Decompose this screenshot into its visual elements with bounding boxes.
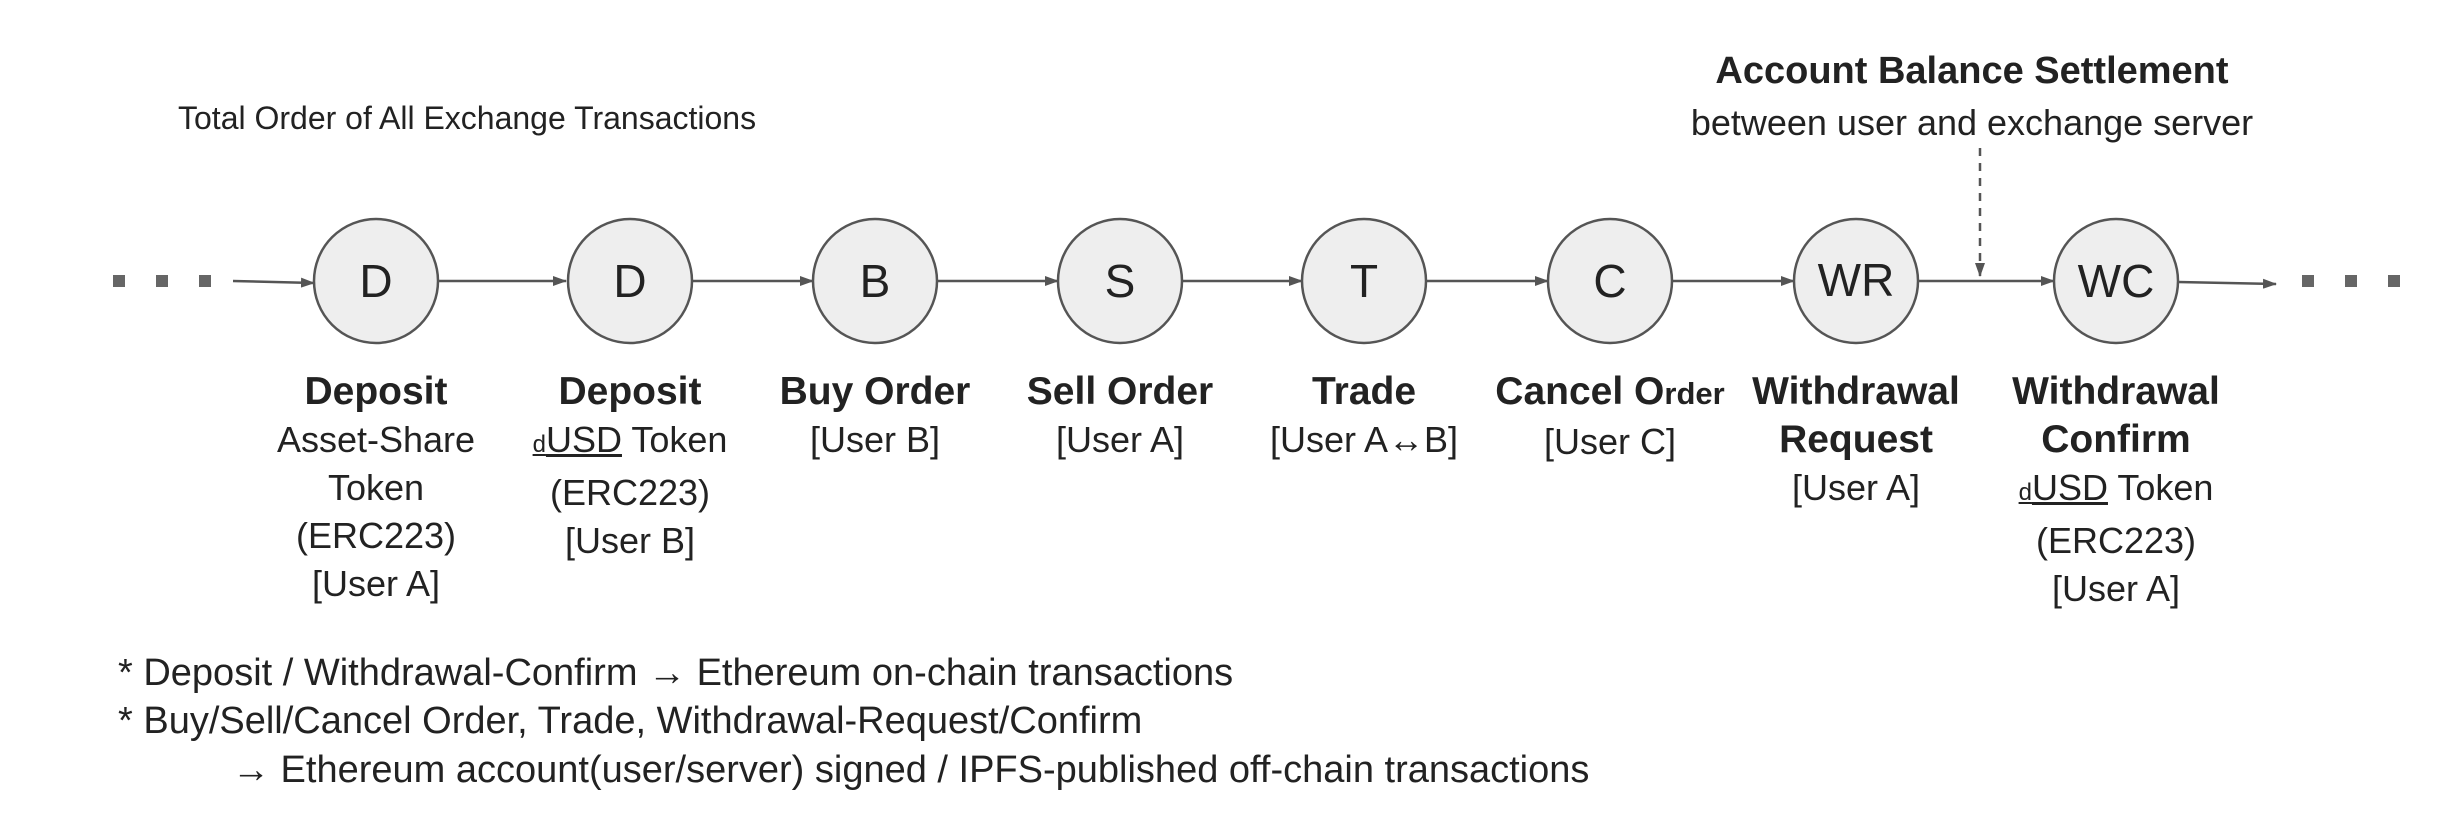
node-d2: D — [566, 217, 694, 345]
label-sell-order: Sell Order [User A] — [980, 368, 1260, 464]
node-letter: S — [1105, 255, 1136, 307]
label-cancel-order: Cancel Order [User C] — [1470, 368, 1750, 466]
label-name: Request — [1779, 418, 1933, 461]
footnote-offchain: * Buy/Sell/Cancel Order, Trade, Withdraw… — [118, 700, 1143, 742]
node-wr: WR — [1792, 217, 1920, 345]
label-line: [User A] — [1055, 419, 1185, 460]
token-prefix: d — [532, 431, 546, 458]
token-suffix: Token — [621, 419, 728, 460]
footnote-onchain: * Deposit / Withdrawal-Confirm → Ethereu… — [118, 652, 1234, 694]
label-line: Token — [327, 467, 425, 508]
label-token-line: dUSD Token — [490, 416, 770, 469]
label-line: [User A] — [311, 563, 441, 604]
settlement-subtitle: between user and exchange server — [1690, 102, 2254, 143]
label-name: Deposit — [304, 370, 448, 413]
arrow-out — [2177, 278, 2277, 289]
label-token-line: dUSD Token — [1976, 464, 2256, 517]
leading-ellipsis — [113, 275, 211, 287]
label-name-part: rder — [1664, 376, 1725, 411]
label-line: Asset-Share — [276, 419, 476, 460]
node-letter: WR — [1818, 254, 1895, 306]
label-line: [User A↔B] — [1269, 419, 1459, 460]
node-letter: T — [1350, 255, 1378, 307]
node-d1: D — [312, 217, 440, 345]
node-letter: C — [1593, 255, 1626, 307]
node-s: S — [1056, 217, 1184, 345]
label-line: [User C] — [1543, 421, 1676, 462]
settlement-title: Account Balance Settlement — [1715, 50, 2229, 92]
label-name: Deposit — [558, 370, 702, 413]
label-line: (ERC223) — [2035, 520, 2197, 561]
token-prefix: d — [2018, 479, 2032, 506]
label-line: (ERC223) — [549, 472, 711, 513]
label-name: Buy Order — [779, 370, 971, 413]
node-b: B — [811, 217, 939, 345]
label-name: Cancel Order — [1470, 368, 1750, 418]
sequence-title: Total Order of All Exchange Transactions — [178, 100, 757, 136]
node-wc: WC — [2052, 217, 2180, 345]
label-line: [User A] — [1791, 467, 1921, 508]
label-name-part: Cancel O — [1495, 370, 1665, 413]
token-name: USD — [2031, 467, 2108, 508]
label-name: Withdrawal — [1752, 370, 1960, 413]
label-line: [User B] — [809, 419, 941, 460]
label-name: Confirm — [2041, 418, 2191, 461]
label-deposit-asset: Deposit Asset-Share Token (ERC223) [User… — [236, 368, 516, 608]
label-deposit-dusd: Deposit dUSD Token (ERC223) [User B] — [490, 368, 770, 565]
node-t: T — [1300, 217, 1428, 345]
node-letter: B — [860, 255, 891, 307]
label-trade: Trade [User A↔B] — [1224, 368, 1504, 464]
footnote-offchain-detail: → Ethereum account(user/server) signed /… — [232, 749, 1590, 791]
label-line: [User A] — [2051, 568, 2181, 609]
label-line: [User B] — [564, 520, 696, 561]
token-name: USD — [545, 419, 622, 460]
token-suffix: Token — [2107, 467, 2214, 508]
label-name: Withdrawal — [2012, 370, 2220, 413]
label-withdrawal-request: Withdrawal Request [User A] — [1716, 368, 1996, 512]
trailing-ellipsis — [2302, 275, 2400, 287]
label-withdrawal-confirm: Withdrawal Confirm dUSD Token (ERC223) [… — [1976, 368, 2256, 613]
node-letter: D — [613, 255, 646, 307]
label-line: (ERC223) — [295, 515, 457, 556]
label-name: Sell Order — [1026, 370, 1214, 413]
arrow-in — [232, 277, 315, 288]
node-c: C — [1546, 217, 1674, 345]
label-name: Trade — [1311, 370, 1417, 413]
label-buy-order: Buy Order [User B] — [735, 368, 1015, 464]
node-letter: D — [359, 255, 392, 307]
node-letter: WC — [2078, 255, 2155, 307]
